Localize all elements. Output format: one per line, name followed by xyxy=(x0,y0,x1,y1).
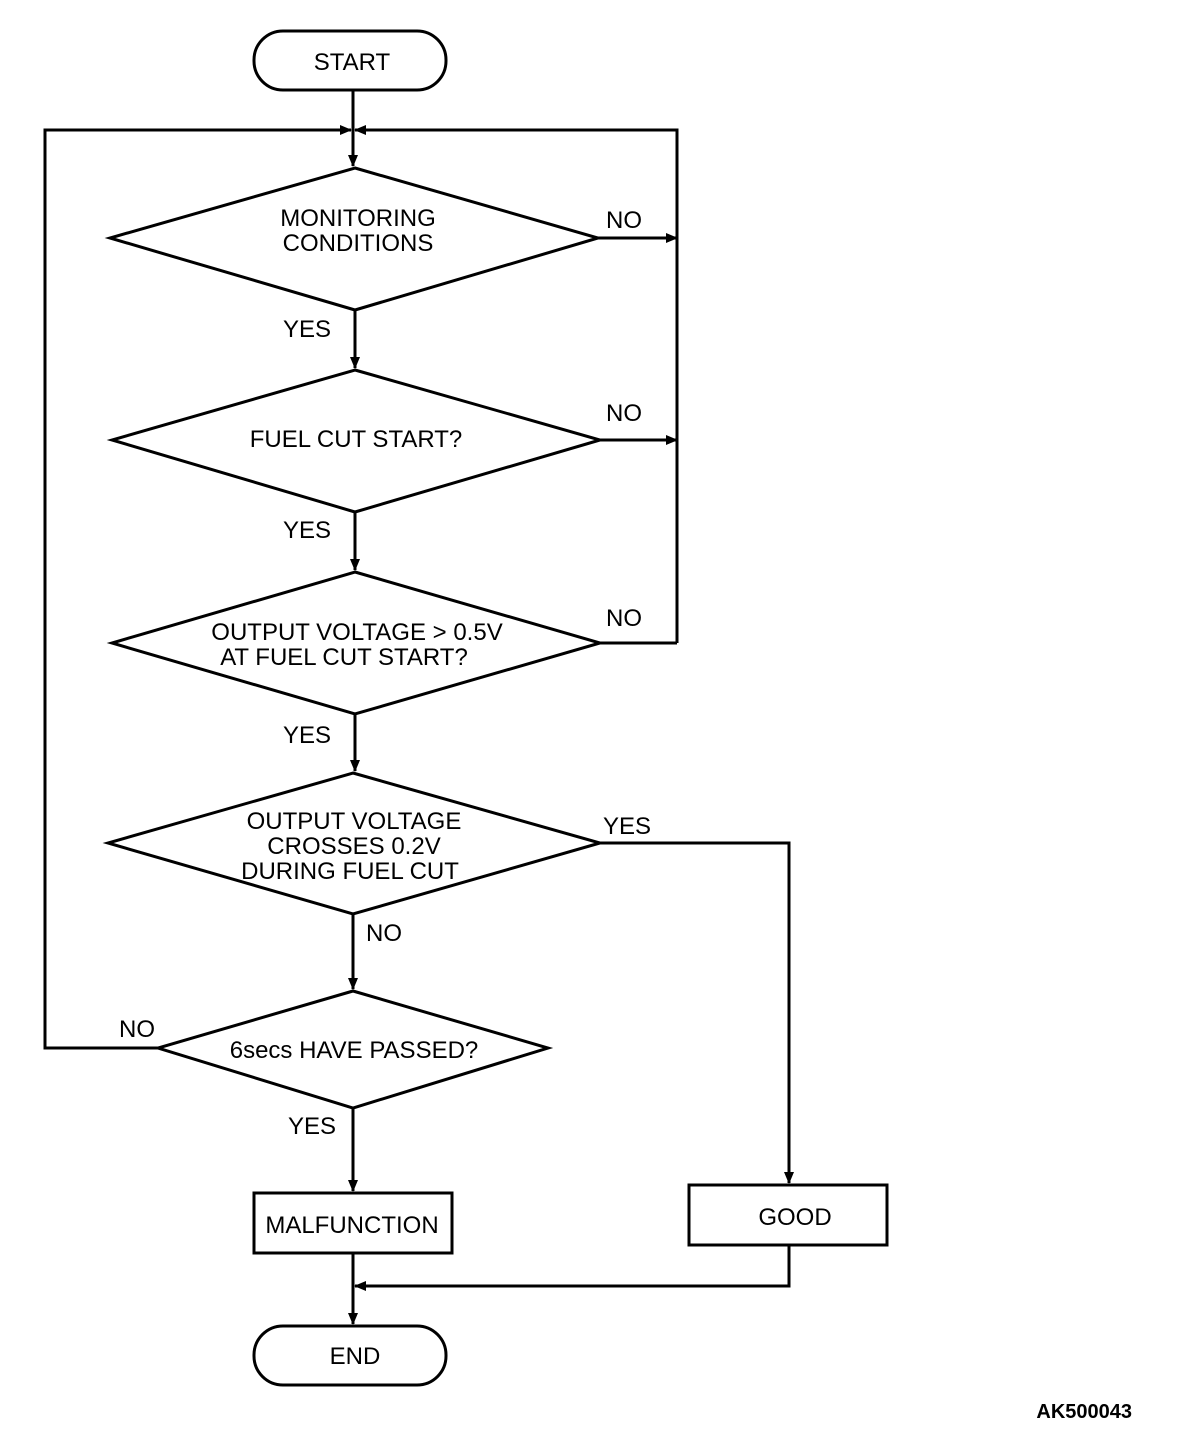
good-box xyxy=(687,1183,889,1247)
connector-loop-left xyxy=(43,125,352,1050)
branch-no-crosses: NO xyxy=(366,920,402,947)
decision-six-secs xyxy=(152,989,554,1110)
six-secs-label: 6secs HAVE PASSED? xyxy=(230,1037,479,1064)
malfunction-label: MALFUNCTION xyxy=(265,1212,438,1239)
decision-fuel-cut-start xyxy=(106,368,606,514)
decision-monitoring xyxy=(104,166,604,312)
decision-crosses xyxy=(102,771,606,916)
branch-yes-fuel-cut: YES xyxy=(283,517,331,544)
shapes xyxy=(102,29,889,1387)
malfunction-box xyxy=(252,1191,454,1255)
good-label: GOOD xyxy=(758,1204,831,1231)
fuel-cut-start-label: FUEL CUT START? xyxy=(250,426,462,453)
branch-no-fuel-cut: NO xyxy=(606,400,642,427)
figure-reference: AK500043 xyxy=(1036,1401,1132,1423)
crosses-line2: CROSSES 0.2V xyxy=(267,833,440,860)
connector-crosses-yes xyxy=(600,841,794,1184)
start-label: START xyxy=(314,49,391,76)
branch-no-monitoring: NO xyxy=(606,207,642,234)
branch-labels: NO YES NO YES NO YES YES NO NO YES xyxy=(119,207,651,1140)
start-terminal xyxy=(252,29,448,92)
branch-no-six-secs: NO xyxy=(119,1016,155,1043)
connector-loop-right xyxy=(354,125,679,643)
output-voltage-start-line2: AT FUEL CUT START? xyxy=(220,644,468,671)
node-labels: START MONITORING CONDITIONS FUEL CUT STA… xyxy=(211,49,831,1370)
output-voltage-start-line1: OUTPUT VOLTAGE > 0.5V xyxy=(211,619,502,646)
monitoring-label-line2: CONDITIONS xyxy=(283,230,434,257)
end-terminal xyxy=(252,1324,448,1387)
branch-yes-crosses: YES xyxy=(603,813,651,840)
decision-output-voltage-start xyxy=(106,570,606,716)
connectors xyxy=(43,90,794,1325)
branch-yes-monitoring: YES xyxy=(283,316,331,343)
branch-yes-output-voltage: YES xyxy=(283,722,331,749)
crosses-line3: DURING FUEL CUT xyxy=(241,858,459,885)
branch-yes-six-secs: YES xyxy=(288,1113,336,1140)
end-label: END xyxy=(330,1343,381,1370)
branch-no-output-voltage: NO xyxy=(606,605,642,632)
connector-good-end xyxy=(354,1245,791,1291)
monitoring-label-line1: MONITORING xyxy=(280,205,436,232)
crosses-line1: OUTPUT VOLTAGE xyxy=(247,808,462,835)
